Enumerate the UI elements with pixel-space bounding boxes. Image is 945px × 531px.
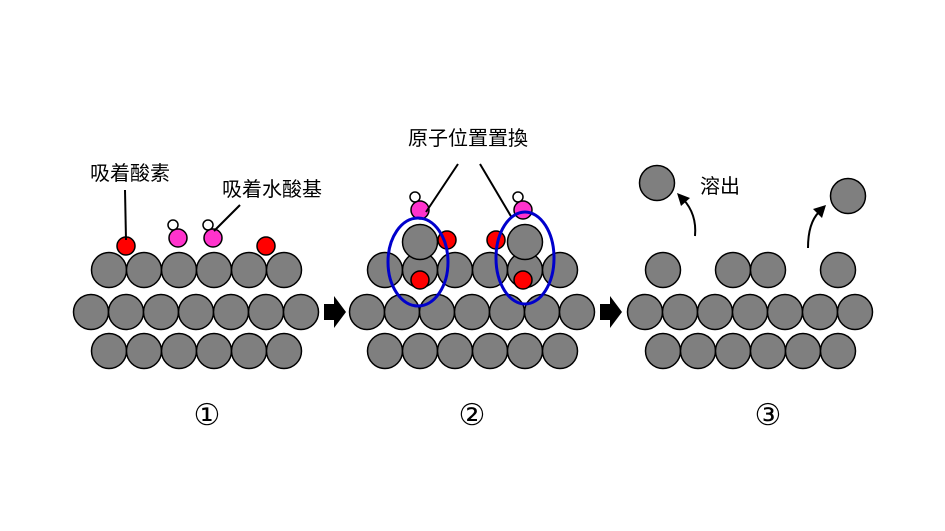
- metal-atom: [125, 332, 163, 370]
- metal-atom: [282, 293, 320, 331]
- hydroxyl-oxygen-atom: [513, 200, 533, 220]
- metal-atom: [247, 293, 285, 331]
- metal-atom: [731, 293, 769, 331]
- metal-atom: [638, 164, 676, 202]
- metal-atom: [801, 293, 839, 331]
- metal-atom: [714, 251, 752, 289]
- metal-atom: [644, 332, 682, 370]
- metal-atom: [506, 332, 544, 370]
- exchange-highlight-ring: [494, 210, 556, 306]
- oxygen-atom: [513, 270, 533, 290]
- metal-atom: [90, 251, 128, 289]
- step-2-label: ②: [459, 398, 486, 433]
- hydroxyl-leader-line: [213, 204, 241, 232]
- metal-atom: [488, 293, 526, 331]
- metal-atom: [107, 293, 145, 331]
- metal-atom: [523, 293, 561, 331]
- metal-atom: [453, 293, 491, 331]
- metal-atom: [749, 251, 787, 289]
- metal-atom: [541, 332, 579, 370]
- dissolution-arrow-head: [677, 193, 690, 206]
- metal-atom: [348, 293, 386, 331]
- oxygen-atom: [410, 270, 430, 290]
- metal-atom: [401, 223, 439, 261]
- metal-atom: [784, 332, 822, 370]
- metal-atom: [714, 332, 752, 370]
- dissolution-arrow: [682, 198, 697, 237]
- metal-atom: [506, 223, 544, 261]
- metal-atom: [230, 251, 268, 289]
- metal-atom: [679, 332, 717, 370]
- metal-atom: [230, 332, 268, 370]
- dissolution-arrow-head: [813, 205, 826, 218]
- metal-atom: [418, 293, 456, 331]
- metal-atom: [195, 332, 233, 370]
- metal-atom: [626, 293, 664, 331]
- metal-atom: [160, 332, 198, 370]
- panel-3: [626, 164, 874, 370]
- site-exchange-label: 原子位置置換: [408, 126, 528, 150]
- metal-atom: [541, 251, 579, 289]
- metal-atom: [366, 251, 404, 289]
- metal-atom: [125, 251, 163, 289]
- metal-atom: [696, 293, 734, 331]
- adsorbed-hydroxyl-label: 吸着水酸基: [222, 177, 322, 201]
- metal-atom: [160, 251, 198, 289]
- oxygen-atom: [256, 236, 276, 256]
- metal-atom: [436, 251, 474, 289]
- panel-2: [348, 191, 596, 370]
- metal-atom: [401, 332, 439, 370]
- metal-atom: [195, 251, 233, 289]
- metal-atom: [177, 293, 215, 331]
- metal-atom: [644, 251, 682, 289]
- metal-atom: [819, 251, 857, 289]
- metal-atom: [661, 293, 699, 331]
- metal-atom: [436, 332, 474, 370]
- metal-atom: [819, 332, 857, 370]
- step-arrow-1: [324, 296, 346, 328]
- metal-atom: [366, 332, 404, 370]
- metal-atom: [265, 251, 303, 289]
- metal-atom: [90, 332, 128, 370]
- exchange-leader-line-left: [425, 163, 459, 213]
- metal-atom: [72, 293, 110, 331]
- dissolution-arrow: [807, 211, 820, 249]
- exchange-highlight-ring: [386, 216, 450, 308]
- exchange-leader-line-right: [479, 163, 513, 219]
- step-3-label: ③: [755, 398, 782, 433]
- oxygen-leader-line: [124, 189, 127, 241]
- dissolution-label: 溶出: [700, 174, 740, 198]
- metal-atom: [766, 293, 804, 331]
- metal-atom: [212, 293, 250, 331]
- metal-atom: [471, 332, 509, 370]
- metal-atom: [265, 332, 303, 370]
- hydroxyl-oxygen-atom: [168, 228, 188, 248]
- metal-atom: [471, 251, 509, 289]
- metal-atom: [558, 293, 596, 331]
- step-arrow-2: [600, 296, 622, 328]
- adsorbed-oxygen-label: 吸着酸素: [90, 161, 170, 185]
- metal-atom: [829, 177, 867, 215]
- step-1-label: ①: [194, 398, 221, 433]
- metal-atom: [142, 293, 180, 331]
- hydroxyl-oxygen-atom: [203, 228, 223, 248]
- metal-atom: [749, 332, 787, 370]
- metal-atom: [836, 293, 874, 331]
- panel-1: [72, 219, 320, 370]
